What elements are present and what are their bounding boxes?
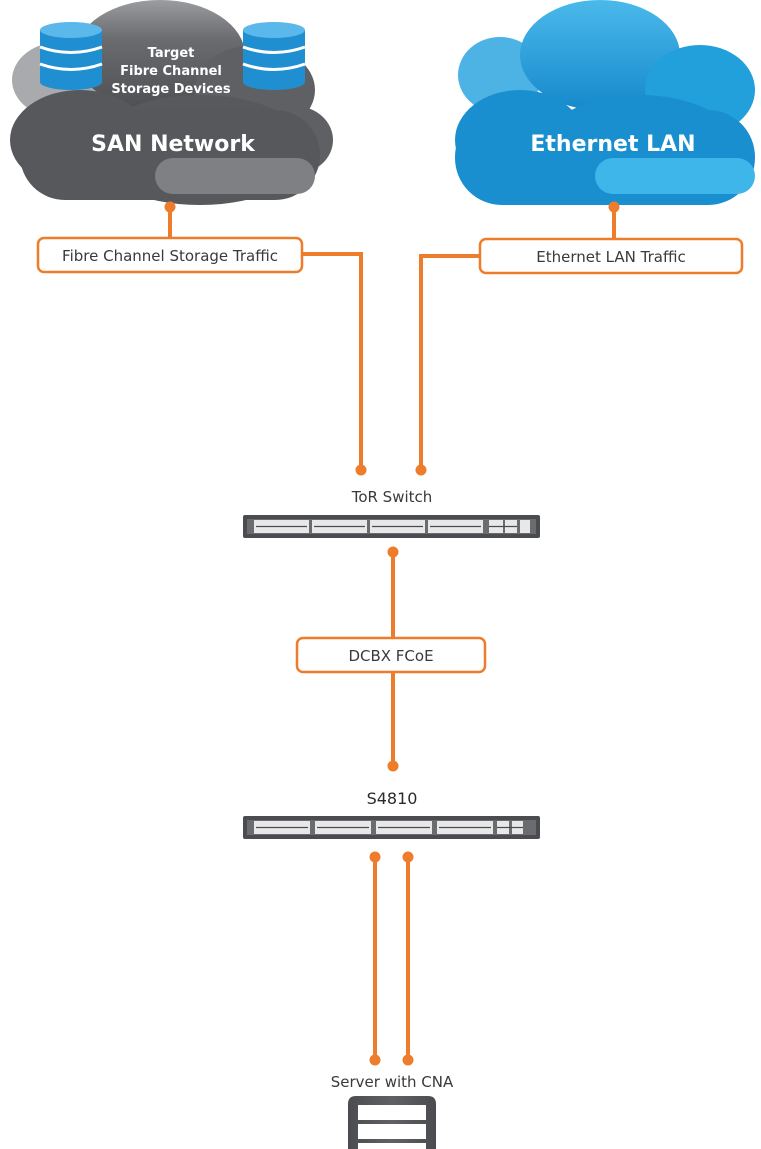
- connection-dot: [164, 201, 176, 213]
- connection-dot: [387, 546, 399, 558]
- s4810-label: S4810: [367, 789, 418, 808]
- fc-traffic-link: [303, 252, 363, 470]
- connection-dot: [369, 851, 381, 863]
- s4810-switch-icon: [243, 816, 540, 839]
- fc-traffic-text: Fibre Channel Storage Traffic: [62, 247, 278, 265]
- storage-database-icon: [242, 22, 306, 90]
- ethernet-lan-cloud: Ethernet LAN: [455, 0, 755, 205]
- san-network-cloud: SAN Network Target Fibre Channel Storage…: [10, 0, 333, 205]
- ethernet-traffic-link: [419, 254, 480, 470]
- dcbx-fcoe-text: DCBX FCoE: [348, 647, 433, 665]
- server-icon: [348, 1096, 436, 1149]
- connection-dot: [387, 760, 399, 772]
- san-caption-line-1: Target: [148, 46, 195, 61]
- tor-switch-icon: [243, 515, 540, 538]
- eth-traffic-label: Ethernet LAN Traffic: [478, 237, 744, 275]
- tor-switch-label: ToR Switch: [351, 488, 433, 506]
- server-label: Server with CNA: [331, 1073, 454, 1091]
- connection-dot: [355, 464, 367, 476]
- eth-traffic-text: Ethernet LAN Traffic: [536, 248, 685, 266]
- san-network-title: SAN Network: [91, 132, 256, 157]
- dcbx-fcoe-label: DCBX FCoE: [295, 636, 487, 674]
- san-caption-line-3: Storage Devices: [111, 82, 230, 97]
- connection-dot: [608, 201, 620, 213]
- fc-traffic-label: Fibre Channel Storage Traffic: [36, 236, 304, 274]
- ethernet-lan-title: Ethernet LAN: [530, 132, 695, 157]
- san-caption-line-2: Fibre Channel: [120, 64, 222, 79]
- connection-dot: [402, 851, 414, 863]
- connection-dot: [415, 464, 427, 476]
- connection-dot: [369, 1054, 381, 1066]
- connection-dot: [402, 1054, 414, 1066]
- link-lines: [168, 207, 616, 1060]
- connection-dots: [164, 201, 620, 1066]
- storage-database-icon: [39, 22, 103, 90]
